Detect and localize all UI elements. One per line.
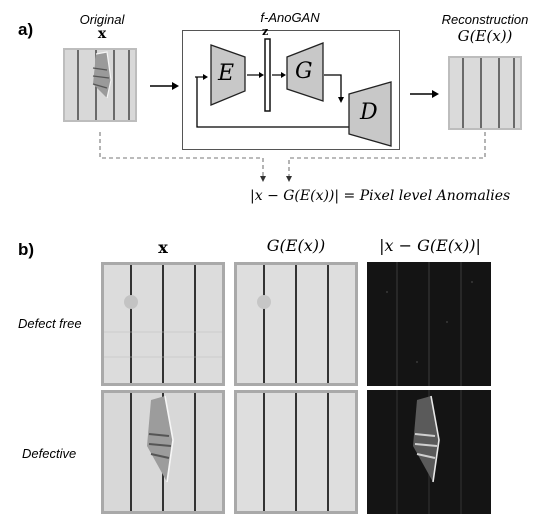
original-symbol: x	[97, 26, 107, 42]
original-title: Original	[79, 12, 125, 27]
panel-b-label: b)	[18, 240, 35, 259]
col-header-input: x	[158, 238, 168, 257]
col-header-reconstruction: G(E(x))	[266, 236, 326, 255]
cell-defective-reconstruction	[234, 390, 358, 514]
cell-defect-free-residual	[367, 262, 491, 386]
row-label-defect-free: Defect free	[18, 316, 82, 331]
z-label: z	[262, 25, 269, 38]
original-thumbnail	[63, 48, 137, 122]
arrow-original-to-gan	[150, 78, 180, 97]
discriminator-label: D	[360, 100, 378, 125]
generator-block	[286, 42, 324, 102]
cell-defect-free-reconstruction	[234, 262, 358, 386]
cell-defective-input	[101, 390, 225, 514]
recon-symbol: G(E(x))	[457, 27, 513, 45]
col-header-residual: |x − G(E(x))|	[379, 236, 481, 255]
cell-defect-free-input	[101, 262, 225, 386]
dashed-connectors	[95, 130, 495, 189]
reconstruction-thumbnail	[448, 56, 522, 130]
recon-title: Reconstruction	[441, 12, 529, 27]
encoder-label: E	[218, 61, 235, 86]
generator-label: G	[295, 59, 313, 84]
discriminator-block: D	[347, 80, 395, 154]
arrow-gan-to-reconstruction	[410, 86, 440, 105]
row-label-defective: Defective	[22, 446, 77, 461]
anomaly-equation: |x − G(E(x))| = Pixel level Anomalies	[250, 188, 511, 204]
gan-title: f-AnoGAN	[260, 10, 320, 25]
cell-defective-residual	[367, 390, 491, 514]
latent-z-bar	[264, 38, 271, 112]
panel-a-label: a)	[18, 20, 34, 39]
encoder-block	[210, 44, 246, 106]
